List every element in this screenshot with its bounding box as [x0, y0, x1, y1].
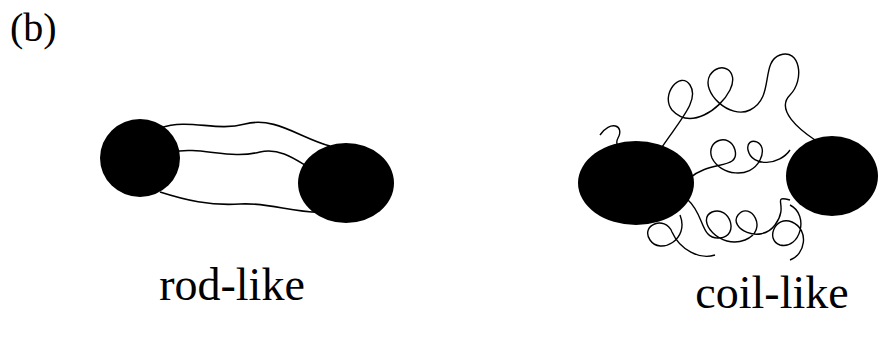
end-group [298, 143, 394, 223]
caption-label: rod-like [159, 262, 305, 308]
end-group [578, 141, 694, 225]
coil-chain [688, 199, 790, 242]
coil-chain [690, 140, 790, 178]
coil-chain [660, 54, 815, 150]
end-group [786, 136, 878, 216]
end-group [100, 119, 180, 197]
rod-chain [160, 122, 330, 146]
caption-label: coil-like [695, 270, 848, 316]
panel-label: (b) [10, 8, 57, 48]
coil-chain [773, 205, 804, 260]
rod-chain [172, 150, 318, 172]
